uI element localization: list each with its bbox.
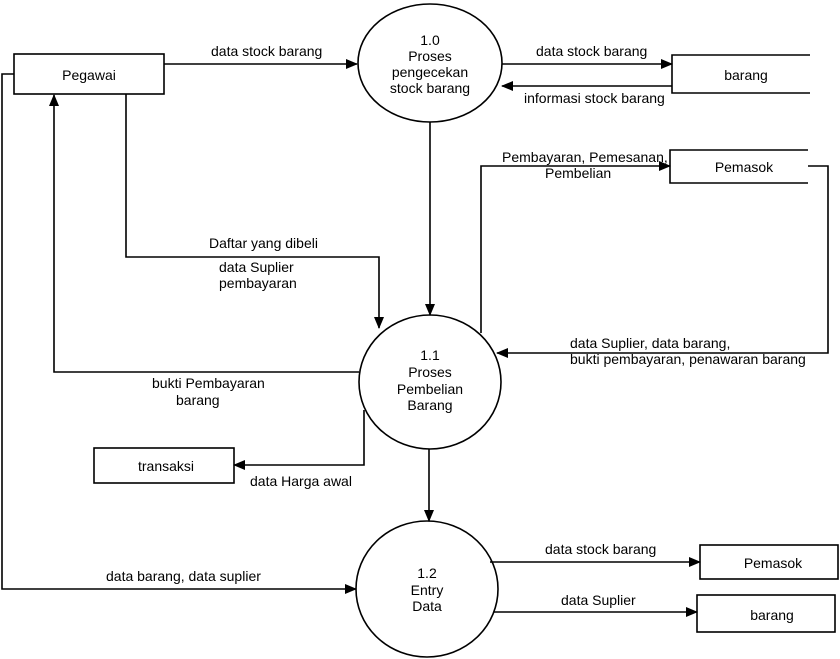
entity-transaksi: transaksi (93, 447, 235, 484)
process-1-2-line2: Data (412, 598, 442, 614)
flow-pemasok-to-p11-label-1: data Suplier, data barang, (570, 335, 730, 351)
process-1-1: 1.1 Proses Pembelian Barang (358, 314, 502, 450)
flow-pegawai-to-p12 (1, 73, 357, 594)
flow-pegawai-to-p11-label-2: data Suplier (219, 259, 294, 275)
entity-pegawai: Pegawai (13, 53, 165, 95)
process-1-1-number: 1.1 (420, 347, 440, 363)
flow-p12-to-barang-label: data Suplier (561, 592, 636, 608)
flow-pegawai-to-p11 (125, 94, 384, 329)
process-1-2-number: 1.2 (417, 565, 437, 581)
store-barang-top-label: barang (724, 67, 768, 83)
flow-p10-to-barang-label: data stock barang (536, 43, 647, 59)
flow-p11-to-transaksi (233, 410, 365, 470)
store-barang-top: barang (671, 54, 810, 94)
process-1-0-number: 1.0 (420, 32, 440, 48)
store-pemasok-bottom-label: Pemasok (744, 555, 803, 571)
flow-pegawai-to-p12-label: data barang, data suplier (106, 568, 261, 584)
flow-pegawai-to-p10-label: data stock barang (211, 43, 322, 59)
store-barang-bottom-label: barang (750, 607, 794, 623)
process-1-0-line2: pengecekan (392, 64, 468, 80)
process-1-1-line3: Barang (407, 397, 452, 413)
store-pemasok-mid-label: Pemasok (715, 159, 774, 175)
flow-barang-to-p10-label: informasi stock barang (524, 90, 665, 106)
store-pemasok-bottom: Pemasok (699, 544, 839, 580)
entity-pegawai-label: Pegawai (62, 67, 116, 83)
flow-pemasok-to-p11-label-2: bukti pembayaran, penawaran barang (570, 351, 806, 367)
flow-pegawai-to-p11-label-1: Daftar yang dibeli (209, 235, 318, 251)
flow-p12-to-pemasok-label: data stock barang (545, 541, 656, 557)
flow-p11-to-transaksi-label: data Harga awal (250, 473, 352, 489)
process-1-0-line1: Proses (408, 48, 452, 64)
flow-p11-to-pemasok (480, 161, 671, 333)
flow-p11-to-pemasok-label-2: Pembelian (545, 165, 611, 181)
flow-p11-to-pegawai-label-2: barang (176, 392, 220, 408)
process-1-0: 1.0 Proses pengecekan stock barang (357, 3, 503, 123)
store-pemasok-mid: Pemasok (669, 149, 808, 184)
store-barang-bottom: barang (696, 594, 836, 633)
flow-p11-to-pegawai (49, 94, 359, 373)
flow-pegawai-to-p11-label-3: pembayaran (219, 275, 297, 291)
process-1-0-line3: stock barang (390, 80, 470, 96)
flow-pemasok-to-p11 (496, 165, 829, 358)
entity-transaksi-label: transaksi (138, 458, 194, 474)
flow-p11-to-pegawai-label-1: bukti Pembayaran (152, 375, 265, 391)
process-1-2-line1: Entry (411, 582, 444, 598)
process-1-1-line2: Pembelian (397, 381, 463, 397)
flow-p11-to-pemasok-label-1: Pembayaran, Pemesanan, (502, 149, 668, 165)
process-1-1-line1: Proses (408, 364, 452, 380)
process-1-2: 1.2 Entry Data (355, 520, 499, 658)
